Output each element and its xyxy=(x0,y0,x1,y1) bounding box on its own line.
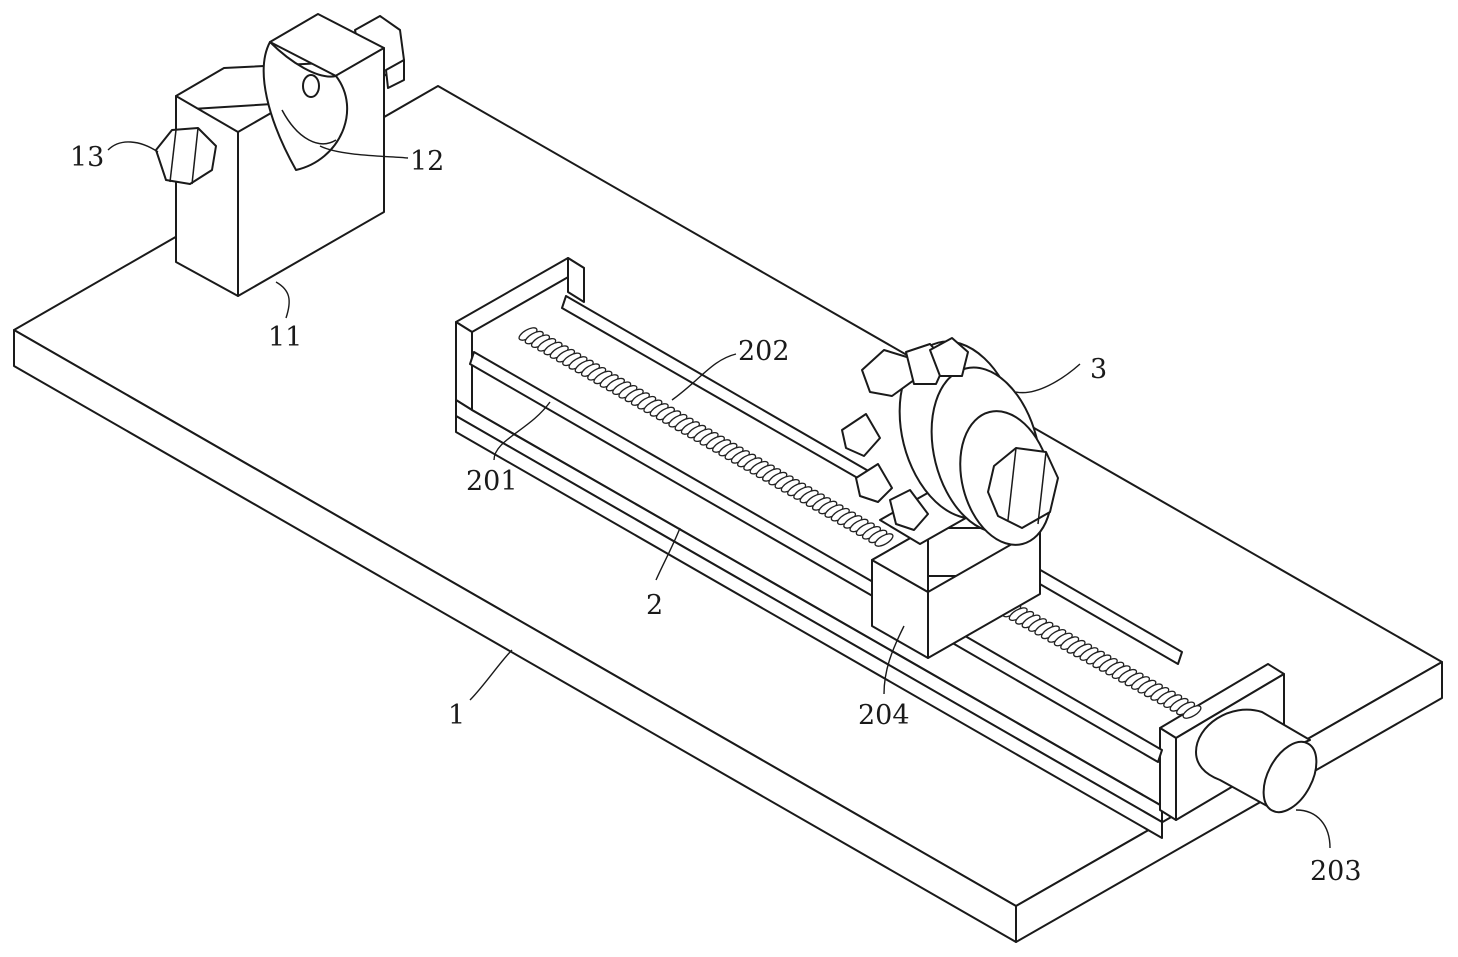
leader-13 xyxy=(107,141,159,153)
lead-screw xyxy=(518,327,1202,719)
leader-1 xyxy=(469,649,513,701)
cutting-head xyxy=(841,337,1059,546)
callout-204: 204 xyxy=(858,700,910,731)
rail-frame xyxy=(455,257,1285,839)
leader-11 xyxy=(275,281,290,319)
screw-thread-back xyxy=(874,533,894,547)
clamp-block xyxy=(155,13,405,297)
callout-3: 3 xyxy=(1090,354,1107,385)
leader-203 xyxy=(1295,809,1331,849)
callout-2: 2 xyxy=(646,590,663,621)
callout-11: 11 xyxy=(268,322,302,353)
callout-12: 12 xyxy=(410,146,444,177)
callout-201: 201 xyxy=(466,466,518,497)
leader-202 xyxy=(671,353,737,401)
leader-201 xyxy=(493,401,551,461)
leader-204 xyxy=(883,625,905,695)
leader-lines xyxy=(107,141,1331,849)
leader-3 xyxy=(1015,363,1081,394)
callout-202: 202 xyxy=(738,336,790,367)
callout-13: 13 xyxy=(70,142,104,173)
motor xyxy=(1195,708,1318,814)
leader-12 xyxy=(319,145,409,159)
callout-203: 203 xyxy=(1310,856,1362,887)
leader-2 xyxy=(655,527,681,581)
callout-labels: 1 2 3 11 12 13 201 202 203 204 xyxy=(70,142,1362,887)
callout-1: 1 xyxy=(448,700,465,731)
screw-thread-front xyxy=(1182,705,1202,719)
